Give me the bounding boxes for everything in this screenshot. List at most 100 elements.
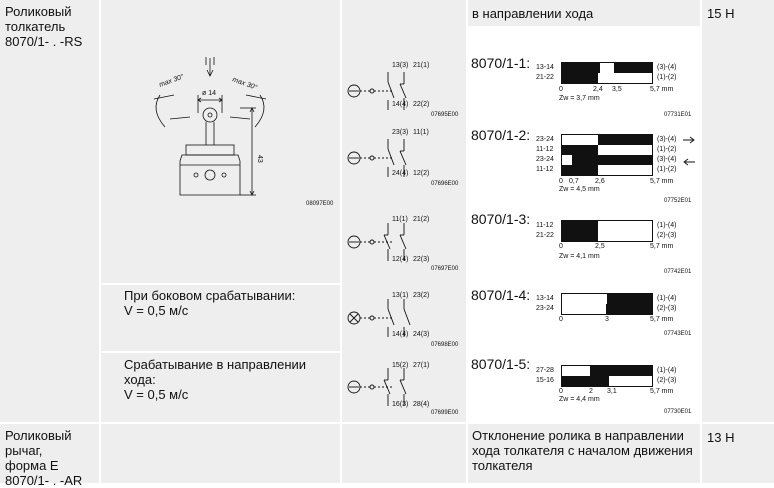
contact-top-1: 15(2) — [392, 362, 409, 369]
zw-label: Zw = 3,7 mm — [559, 95, 600, 102]
zw-label: Zw = 4,4 mm — [559, 396, 600, 403]
cell-header-1 — [468, 0, 700, 26]
row-left-label: 23-24 — [536, 305, 554, 312]
tick-label: 0 — [559, 178, 563, 185]
fill-segment — [614, 63, 652, 73]
tick-label: 0,7 — [569, 178, 579, 185]
contact-bottom-1: 16(3) — [392, 401, 409, 408]
cell-note-2 — [101, 353, 340, 422]
row-right-label: (1)-(4) — [657, 295, 677, 302]
symbol-code: 07697E00 — [431, 266, 459, 272]
tick-label: 0 — [559, 388, 563, 395]
tick-label: 3,1 — [607, 388, 617, 395]
tick-label: 5,7 mm — [650, 316, 674, 323]
fill-segment — [572, 155, 652, 165]
row-right-label: (1)-(4) — [657, 367, 677, 374]
model-label: 8070/1-4: — [471, 287, 531, 303]
fill-segment — [562, 145, 598, 155]
fill-segment — [590, 366, 652, 376]
row-left-label: 11-12 — [536, 222, 554, 229]
cell-blank-2 — [101, 424, 340, 483]
tick-label: 2,4 — [593, 86, 603, 93]
row-right-label: (1)-(4) — [657, 222, 677, 229]
open-segment — [562, 304, 607, 314]
row-right-label: (1)-(2) — [657, 166, 677, 173]
row-right-label: (2)-(3) — [657, 232, 677, 239]
cell-name-1 — [0, 0, 99, 422]
deflection-header: Отклонение ролика в направлении хода тол… — [472, 428, 693, 473]
force-value-2: 13 Н — [707, 430, 735, 445]
diagram-code: 07742E01 — [664, 269, 692, 275]
fill-segment — [562, 63, 600, 73]
product-name-1: Роликовый толкатель 8070/1- . -RS — [5, 4, 83, 49]
model-label: 8070/1-1: — [471, 55, 531, 71]
tick-label: 2,5 — [595, 243, 605, 250]
height-label: 43 — [256, 155, 263, 163]
tick-label: 2 — [589, 388, 593, 395]
symbol-code: 07699E00 — [431, 410, 459, 416]
row-left-label: 21-22 — [536, 74, 554, 81]
actuator-symbol-icon — [347, 368, 407, 406]
row-right-label: (3)-(4) — [657, 156, 677, 163]
product-name-2: Роликовый рычаг, форма Е 8070/1- . -AR — [5, 428, 83, 488]
tick-label: 0 — [559, 86, 563, 93]
row-right-label: (1)-(2) — [657, 146, 677, 153]
diagram-code: 07730E01 — [664, 409, 692, 415]
row-right-label: (1)-(2) — [657, 74, 677, 81]
cell-header-2 — [468, 424, 700, 483]
fill-segment — [562, 165, 598, 175]
model-label: 8070/1-5: — [471, 356, 531, 372]
contact-bottom-1: 14(4) — [392, 331, 409, 338]
cell-force-1 — [702, 0, 774, 422]
contact-bottom-1: 14(4) — [392, 101, 409, 108]
diameter-label: ø 14 — [202, 90, 216, 97]
cell-blank-3 — [342, 424, 466, 483]
symbol-code: 07696E00 — [431, 181, 459, 187]
contact-top-1: 13(1) — [392, 292, 409, 299]
row-left-label: 27-28 — [536, 367, 554, 374]
contact-top-2: 21(1) — [413, 62, 430, 69]
actuator-symbol-icon — [347, 299, 411, 337]
fill-segment — [562, 73, 598, 83]
cell-drawing — [101, 0, 340, 283]
arrow-right-icon — [683, 136, 695, 144]
row-left-label: 15-16 — [536, 377, 554, 384]
tick-label: 0 — [559, 316, 563, 323]
direction-header: в направлении хода — [472, 6, 594, 21]
contact-top-2: 23(2) — [413, 292, 430, 299]
tick-label: 3,5 — [612, 86, 622, 93]
cell-force-2 — [702, 424, 774, 483]
contact-top-2: 27(1) — [413, 362, 430, 369]
contact-bottom-2: 28(4) — [413, 401, 430, 408]
row-left-label: 11-12 — [536, 166, 554, 173]
angle-right-label: max 30° — [231, 75, 258, 91]
zw-label: Zw = 4,5 mm — [559, 186, 600, 193]
force-value-1: 15 Н — [707, 6, 735, 21]
symbol-code: 07698E00 — [431, 342, 459, 348]
diagram-code: 07743E01 — [664, 331, 692, 337]
actuator-symbol-icon — [347, 139, 407, 177]
cell-note-1 — [101, 285, 340, 351]
drawing-code: 08097E00 — [306, 201, 334, 207]
contact-bottom-1: 24(4) — [392, 170, 409, 177]
fill-segment — [562, 304, 652, 314]
model-label: 8070/1-3: — [471, 211, 531, 227]
angle-left-label: max 30° — [158, 72, 185, 88]
fill-segment — [562, 221, 598, 241]
contact-top-2: 11(1) — [413, 129, 429, 136]
contact-top-1: 13(3) — [392, 62, 409, 69]
row-left-label: 13-14 — [536, 64, 554, 71]
zw-label: Zw = 4,1 mm — [559, 253, 600, 260]
row-left-label: 23-24 — [536, 156, 554, 163]
actuator-symbol-icon — [347, 223, 407, 261]
row-right-label: (3)-(4) — [657, 136, 677, 143]
note-travel-actuation: Срабатывание в направлении хода: V = 0,5… — [124, 357, 307, 402]
row-right-label: (3)-(4) — [657, 64, 677, 71]
cell-name-2 — [0, 424, 99, 483]
arrow-left-icon — [683, 158, 695, 166]
row-right-label: (2)-(3) — [657, 305, 677, 312]
row-right-label: (2)-(3) — [657, 377, 677, 384]
tick-label: 2,6 — [595, 178, 605, 185]
tick-label: 3 — [605, 316, 609, 323]
tick-label: 5,7 mm — [650, 388, 674, 395]
